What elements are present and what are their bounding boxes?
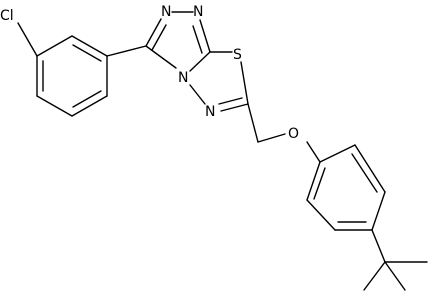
chloro-bond xyxy=(17,22,38,57)
thiadiazole-ring xyxy=(189,51,249,112)
chlorophenyl-ring xyxy=(36,35,108,117)
phenoxy-ring xyxy=(306,144,386,231)
triazole-ring xyxy=(145,11,211,72)
methylene-bond xyxy=(247,103,259,143)
chlorine-atom-label: Cl xyxy=(0,8,14,24)
tert-butyl-group xyxy=(363,229,428,291)
ether-bond-right xyxy=(306,141,321,163)
nitrogen-atom-label-3: N xyxy=(205,104,215,120)
nitrogen-atom-label-1: N xyxy=(161,4,171,20)
ether-bond-left xyxy=(257,133,286,143)
nitrogen-atom-label-2: N xyxy=(193,4,203,20)
sulfur-atom-label: S xyxy=(233,47,242,63)
oxygen-atom-label: O xyxy=(288,126,299,142)
aryl-triazole-bond xyxy=(106,45,147,57)
nitrogen-atom-label-bridge: N xyxy=(178,70,188,86)
